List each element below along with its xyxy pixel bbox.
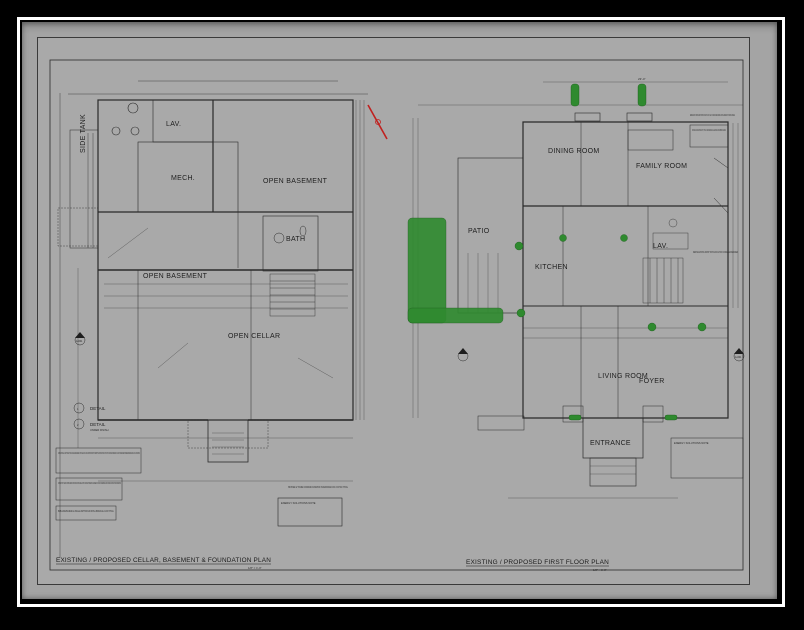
general-note: CONTRACTOR SHALL VISIT PROJECT SITE AND … bbox=[58, 451, 140, 455]
hedge-planting bbox=[407, 217, 447, 324]
first-floor-stairs bbox=[642, 257, 684, 304]
lav-room bbox=[652, 232, 689, 250]
note-box bbox=[689, 124, 729, 148]
bay-window bbox=[713, 157, 729, 214]
shrub-icon bbox=[647, 322, 657, 332]
detail-bubble-2 bbox=[73, 418, 85, 430]
sink-icon bbox=[273, 232, 285, 244]
shrub-icon bbox=[637, 83, 647, 107]
general-note: BUBBLE FRAMING BEAM ALL PARALLEL PARTITI… bbox=[58, 509, 114, 513]
room-label: LIVING ROOM bbox=[598, 373, 648, 380]
north-arrow-icon bbox=[367, 104, 388, 140]
energy-note-title: ENERGY SOLUTIONS NOTE bbox=[281, 501, 316, 505]
detail-sublabel: UNDER FINISH bbox=[90, 428, 109, 432]
shrub-icon bbox=[697, 322, 707, 332]
dimension-label: 23'-4" bbox=[638, 77, 646, 81]
patio-outline bbox=[457, 157, 524, 314]
room-label: OPEN BASEMENT bbox=[263, 178, 328, 185]
note-box bbox=[627, 129, 674, 151]
detail-number: 2 bbox=[77, 423, 79, 427]
plan-scale: 1/8" = 1'-0" bbox=[593, 568, 607, 572]
drawing-sheet: LAV. MECH. OPEN BASEMENT OPEN BASEMENT B… bbox=[37, 37, 750, 585]
room-label: LAV. bbox=[653, 243, 668, 250]
section-marker-label: A-001 bbox=[76, 340, 83, 343]
shrub-icon bbox=[570, 83, 580, 107]
room-label: FOYER bbox=[639, 378, 665, 385]
lav-room bbox=[152, 99, 214, 143]
shrub-icon bbox=[514, 241, 524, 251]
detail-label: DETAIL bbox=[90, 422, 106, 427]
room-label: OPEN CELLAR bbox=[228, 333, 280, 340]
bath-room bbox=[262, 215, 319, 272]
basement-plan bbox=[55, 80, 368, 558]
plan-scale: 1/8" = 1'-0" bbox=[248, 566, 262, 570]
general-note: PROPOSED 12" POURED CONCRETE FOUNDATION … bbox=[288, 485, 348, 489]
side-tank-detail bbox=[57, 207, 99, 247]
entrance-porch bbox=[582, 417, 644, 459]
drawing-canvas: LAV. MECH. OPEN BASEMENT OPEN BASEMENT B… bbox=[49, 59, 745, 572]
detail-number: 1 bbox=[77, 407, 79, 411]
room-label: DINING ROOM bbox=[548, 148, 600, 155]
room-label: LAV. bbox=[166, 121, 181, 128]
basement-stairs bbox=[269, 273, 316, 317]
note-box bbox=[55, 447, 142, 474]
section-marker-label: A-001 bbox=[735, 356, 742, 359]
note-box bbox=[477, 415, 525, 431]
room-label: FAMILY ROOM bbox=[636, 163, 687, 170]
hvac-unit-icon bbox=[111, 126, 121, 136]
shrub-icon bbox=[620, 234, 628, 242]
shrub-icon bbox=[568, 414, 582, 421]
entrance-steps bbox=[589, 457, 637, 487]
general-note: REMOVE EXIST. WINDOW AND PORTION OF EXIS… bbox=[690, 113, 735, 117]
room-label: KITCHEN bbox=[535, 264, 568, 271]
hvac-unit-icon bbox=[130, 126, 140, 136]
note-box bbox=[55, 477, 123, 501]
landscaping bbox=[407, 83, 707, 421]
first-floor-plan bbox=[412, 81, 745, 499]
detail-label: DETAIL bbox=[90, 406, 106, 411]
energy-notes-box bbox=[670, 437, 744, 479]
general-note: NOTE: RELOCATE EXISTING DUCT, TYPICALLY … bbox=[692, 128, 726, 132]
shrub-icon bbox=[516, 308, 526, 318]
energy-notes-box bbox=[277, 497, 343, 527]
room-label: ENTRANCE bbox=[590, 440, 631, 447]
hedge-planting bbox=[407, 307, 504, 324]
shrub-icon bbox=[664, 414, 678, 421]
plan-title-first-floor: EXISTING / PROPOSED FIRST FLOOR PLAN bbox=[466, 559, 609, 566]
shrub-icon bbox=[559, 234, 567, 242]
general-note: REMOVE EXISTING FRONT STOPS AND CAP FOR … bbox=[693, 250, 738, 254]
first-floor-outline bbox=[522, 121, 729, 419]
general-note: CONTRACTOR TO VERIFY EXISTING FRAMING SY… bbox=[58, 481, 121, 485]
room-label: SIDE TANK bbox=[80, 114, 87, 153]
sink-icon bbox=[668, 218, 678, 228]
cellar-entry-stairs bbox=[207, 419, 249, 463]
note-box bbox=[55, 505, 117, 521]
basement-outline bbox=[97, 99, 354, 421]
plan-title-basement: EXISTING / PROPOSED CELLAR, BASEMENT & F… bbox=[56, 557, 271, 564]
room-label: MECH. bbox=[171, 175, 195, 182]
detail-bubble-1 bbox=[73, 402, 85, 414]
energy-note-title: ENERGY SOLUTIONS NOTE bbox=[674, 441, 709, 445]
toilet-icon bbox=[299, 225, 307, 237]
hvac-unit-icon bbox=[127, 102, 139, 114]
room-label: PATIO bbox=[468, 228, 490, 235]
inner-border bbox=[49, 59, 744, 571]
room-label: BATH bbox=[286, 236, 305, 243]
room-label: OPEN BASEMENT bbox=[143, 273, 208, 280]
